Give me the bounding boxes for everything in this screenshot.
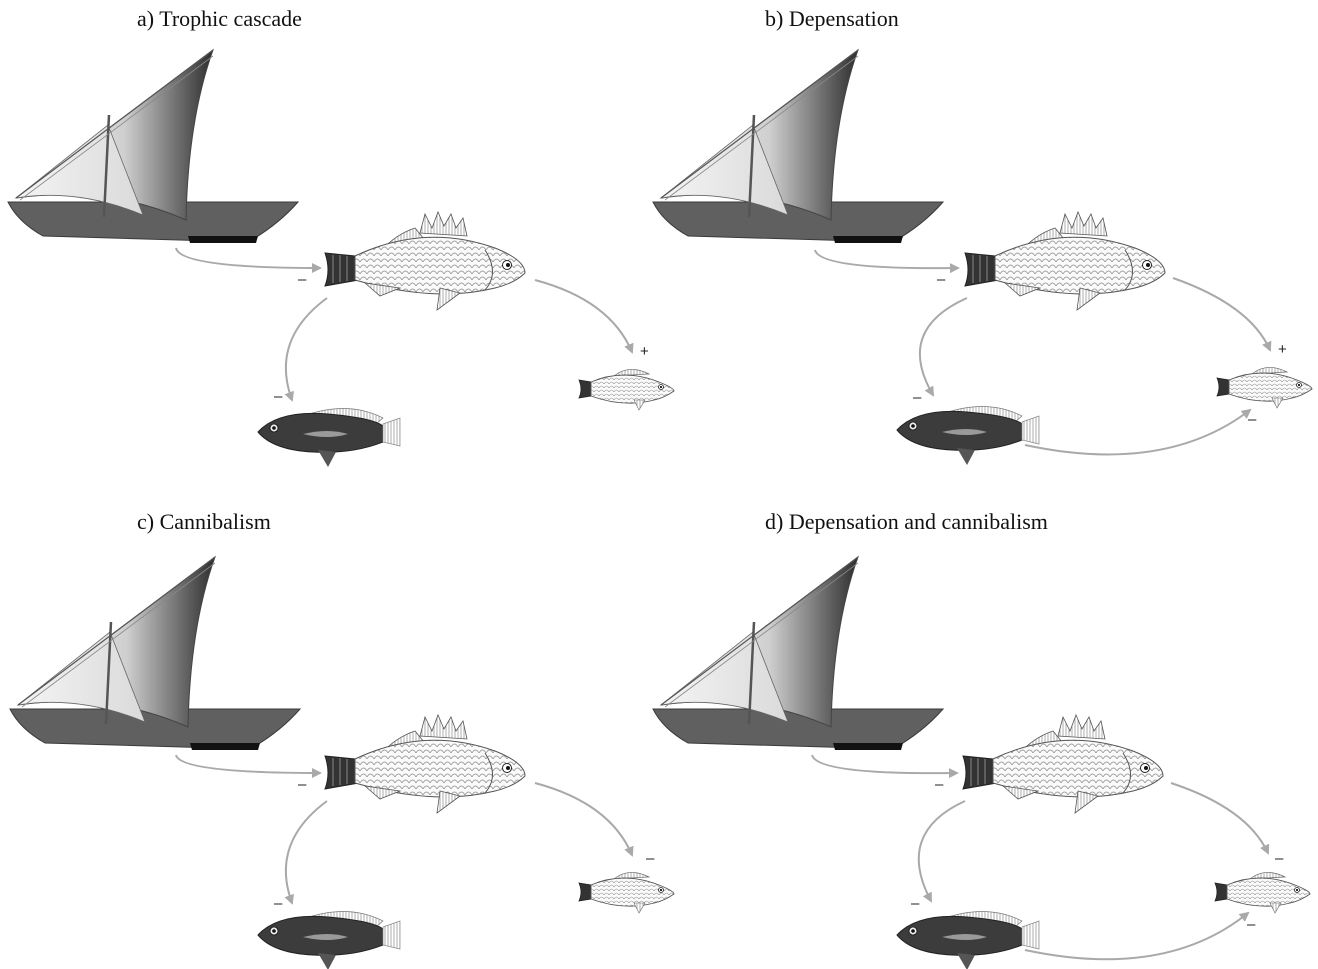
sign-perch-to-tilapia: – [1275, 850, 1284, 867]
arrow-perch-to-tilapia [535, 280, 632, 352]
sign-boat-to-perch: – [298, 776, 307, 793]
sign-boat-to-perch: – [937, 271, 946, 288]
arrow-perch-to-cichlid [286, 801, 327, 903]
arrow-perch-to-tilapia [535, 783, 632, 855]
panel-c: c) Cannibalism – – – [10, 509, 674, 969]
nile-perch-icon [963, 715, 1163, 813]
arrow-boat-to-perch [812, 755, 957, 773]
panel-d: d) Depensation and cannibalism – – – – [653, 509, 1310, 969]
panel-a: a) Trophic cascade – – + [8, 6, 674, 467]
sailboat-icon [653, 50, 943, 243]
cichlid-icon [897, 911, 1039, 969]
arrow-cichlid-to-tilapia [1025, 410, 1250, 454]
panel-title: a) Trophic cascade [137, 6, 302, 31]
panel-title: c) Cannibalism [137, 509, 271, 534]
nile-perch-icon [325, 715, 525, 813]
panel-title: d) Depensation and cannibalism [765, 509, 1048, 534]
sign-cichlid-to-tilapia: – [1248, 411, 1257, 428]
arrow-cichlid-to-tilapia [1025, 913, 1248, 959]
sailboat-icon [8, 50, 298, 243]
arrow-perch-to-tilapia [1173, 278, 1270, 350]
sign-perch-to-cichlid: – [911, 895, 920, 912]
nile-perch-icon [965, 212, 1165, 310]
arrow-perch-to-cichlid [919, 801, 965, 901]
sign-perch-to-tilapia: + [1278, 341, 1287, 358]
small-fish-icon [579, 872, 674, 913]
arrow-boat-to-perch [176, 755, 320, 773]
panel-b: b) Depensation – – + – [653, 6, 1312, 465]
cichlid-icon [258, 911, 400, 969]
arrow-boat-to-perch [815, 250, 958, 268]
sign-perch-to-tilapia: + [640, 343, 649, 360]
sign-boat-to-perch: – [298, 271, 307, 288]
sailboat-icon [653, 557, 943, 750]
arrow-perch-to-cichlid [920, 298, 967, 395]
arrow-boat-to-perch [176, 248, 320, 268]
panel-title: b) Depensation [765, 6, 899, 31]
sign-boat-to-perch: – [935, 776, 944, 793]
sign-cichlid-to-tilapia: – [1247, 916, 1256, 933]
sailboat-icon [10, 557, 300, 750]
arrow-perch-to-cichlid [286, 298, 327, 400]
small-fish-icon [1217, 367, 1312, 408]
cichlid-icon [258, 408, 400, 467]
sign-perch-to-tilapia: – [646, 850, 655, 867]
sign-perch-to-cichlid: – [913, 389, 922, 406]
nile-perch-icon [325, 212, 525, 310]
arrow-perch-to-tilapia [1171, 783, 1268, 853]
sign-perch-to-cichlid: – [274, 388, 283, 405]
small-fish-icon [1215, 872, 1310, 913]
small-fish-icon [579, 369, 674, 410]
sign-perch-to-cichlid: – [274, 895, 283, 912]
cichlid-icon [897, 406, 1039, 465]
